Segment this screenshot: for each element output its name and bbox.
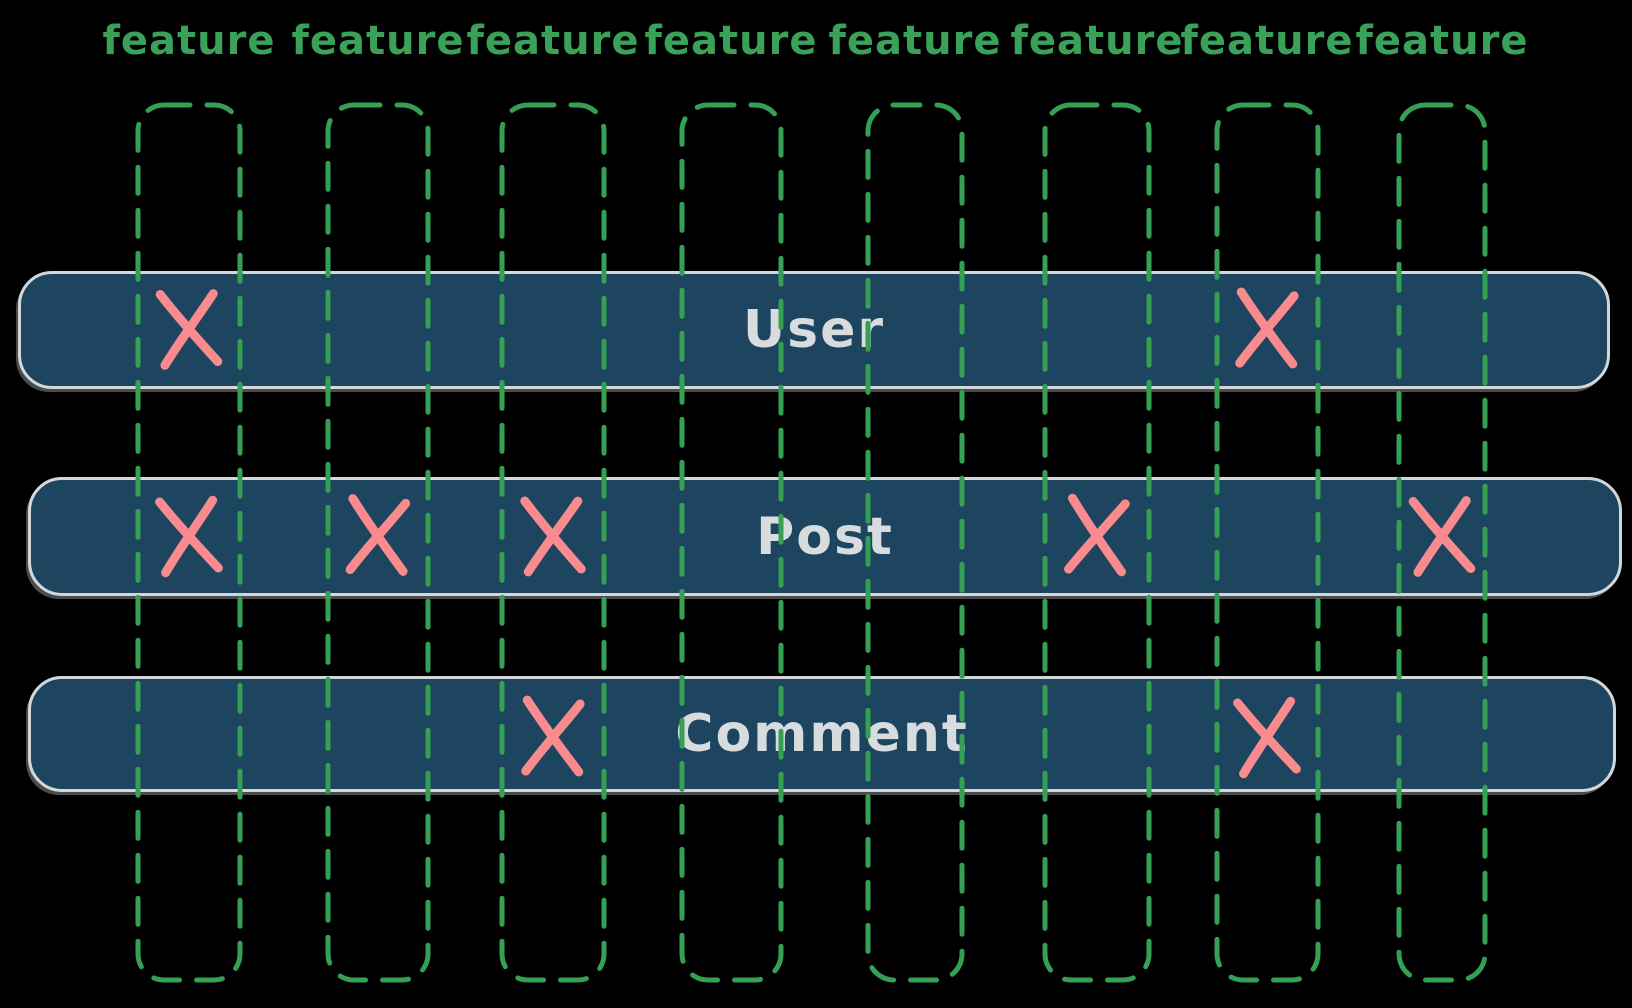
feature-column-label: feature xyxy=(1010,18,1184,64)
feature-column-label: feature xyxy=(644,18,818,64)
entity-bar-comment: Comment xyxy=(28,676,1616,792)
entity-label: User xyxy=(742,300,886,360)
feature-column-label: feature xyxy=(291,18,465,64)
entity-label: Post xyxy=(756,506,894,567)
entity-label: Comment xyxy=(675,704,969,764)
feature-column-label: feature xyxy=(102,18,276,64)
feature-column-label: feature xyxy=(1355,18,1529,64)
entity-bar-post: Post xyxy=(28,477,1622,596)
feature-column-label: feature xyxy=(828,18,1002,64)
feature-column-label: feature xyxy=(466,18,640,64)
entity-bar-user: User xyxy=(18,271,1610,389)
feature-column-label: feature xyxy=(1180,18,1354,64)
